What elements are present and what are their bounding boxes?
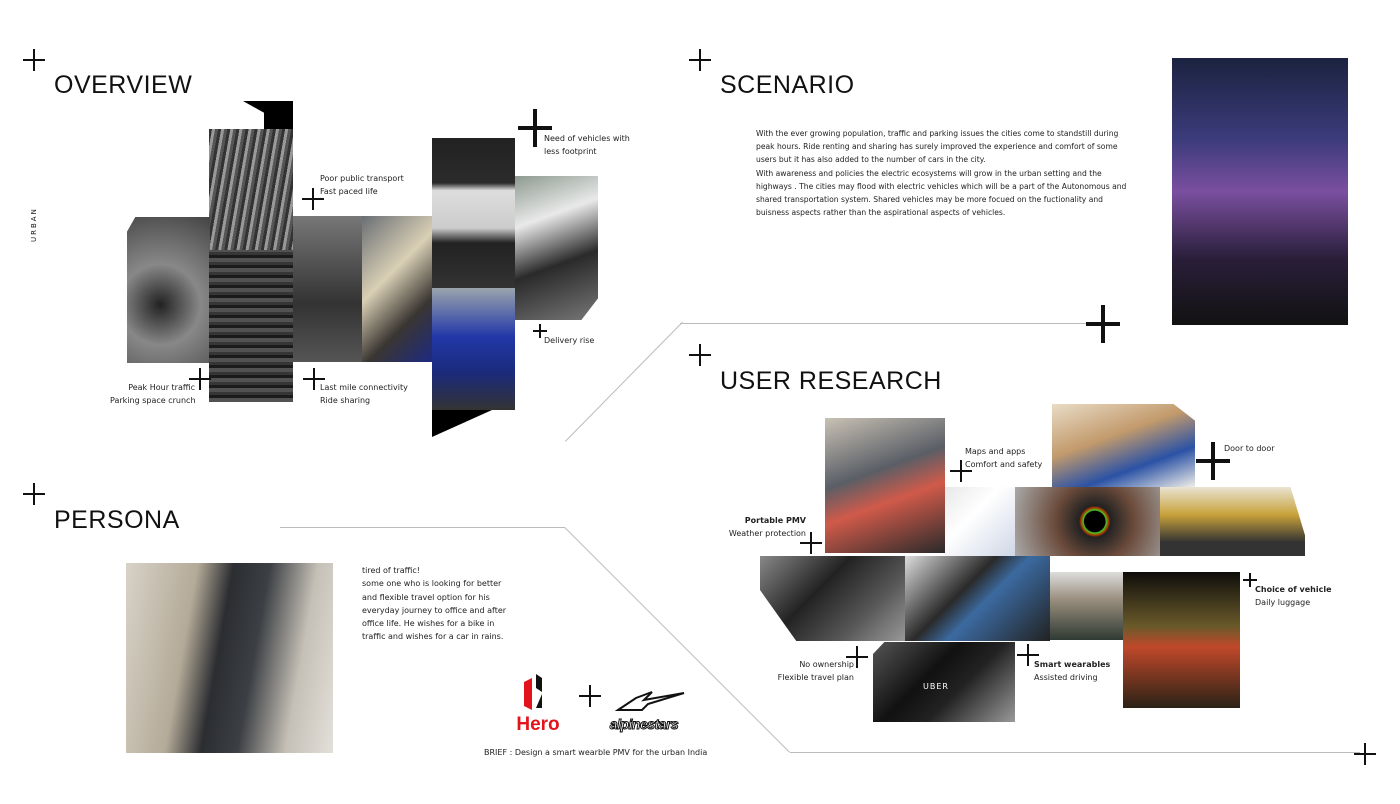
persona-line: and flexible travel option for his [362,592,490,602]
brief-text: BRIEF : Design a smart wearble PMV for t… [484,748,708,757]
side-label: URBAN [30,207,38,242]
photo-smart-glasses [1050,572,1123,640]
alpinestars-logo: alpinestars [596,690,692,735]
persona-line: everyday journey to office and after [362,605,507,615]
note-line: Flexible travel plan [777,673,854,682]
plus-icon [302,188,324,210]
plus-icon [689,344,711,366]
photo-package-delivery [1052,404,1195,487]
plus-icon [800,532,822,554]
connector-line [790,752,1360,753]
plus-icon [189,368,211,390]
note-line: Parking space crunch [110,396,196,405]
scenario-title: SCENARIO [720,71,855,99]
plus-icon [1086,305,1120,343]
photo-persona-cyclist [126,563,333,753]
black-corner [432,410,492,437]
note-line: Comfort and safety [965,460,1043,469]
hero-mark-icon [524,674,542,710]
connector-line [680,323,1090,324]
photo-bike-traffic [127,217,210,363]
plus-icon [1017,644,1039,666]
persona-line: traffic and wishes for a car in rains. [362,632,504,642]
plus-icon [846,646,868,668]
note-line: No ownership [799,660,854,669]
plus-icon [689,49,711,71]
user-research-title: USER RESEARCH [720,367,942,395]
note-line: Peak Hour traffic [128,383,195,392]
note-line: Assisted driving [1034,673,1098,682]
note-line: Smart wearables [1034,660,1111,669]
plus-icon [518,109,552,147]
note-line: Ride sharing [320,396,371,405]
photo-uber-phone: UBER [873,642,1015,722]
plus-icon [1196,442,1230,480]
photo-smart-handlebar [1015,487,1160,556]
note-line: Choice of vehicle [1255,585,1332,594]
plus-icon [23,483,45,505]
photo-skateboard [432,138,515,288]
plus-icon [303,368,325,390]
persona-line: office life. He wishes for a bike in [362,619,495,629]
persona-title: PERSONA [54,506,180,534]
hero-wordmark: Hero [516,714,560,735]
photo-enclosed-vehicle [760,556,905,641]
scenario-paragraph: With the ever growing population, traffi… [756,129,1119,165]
photo-map-app [945,487,1015,556]
alpinestars-star-icon [614,691,685,711]
persona-description: tired of traffic! some one who is lookin… [362,564,506,644]
photo-car-traffic [209,250,293,402]
photo-segway-bus [362,216,432,362]
overview-title: OVERVIEW [54,71,193,99]
note-line: Daily luggage [1255,598,1311,607]
photo-bike-rack [1160,487,1305,556]
photo-bike-share [432,288,515,410]
photo-car-dashboard [905,556,1050,641]
photo-futuristic-city [1172,58,1348,325]
note-door: Door to door [1224,444,1275,453]
plus-icon [1243,573,1257,587]
plus-icon [1354,743,1376,765]
plus-icon [579,685,601,707]
note-line: Weather protection [728,529,806,538]
plus-icon [950,460,972,482]
note-line: Fast paced life [320,187,378,196]
uber-logo: UBER [923,682,949,691]
photo-signal-backpack [1123,572,1240,708]
photo-segway-riders [825,418,945,553]
photo-train-crowd [209,129,293,250]
note-line: Last mile connectivity [320,383,408,392]
note-line: Poor public transport [320,174,404,183]
note-line: Maps and apps [965,447,1026,456]
hero-logo: Hero [508,672,568,738]
plus-icon [23,49,45,71]
persona-line: some one who is looking for better [362,579,502,589]
photo-street-crowd [293,216,362,362]
note-line: Portable PMV [744,516,806,525]
note-delivery: Delivery rise [544,336,595,345]
note-line: Need of vehicles with [544,134,630,143]
scenario-paragraph: With awareness and policies the electric… [756,168,1127,218]
scenario-text: With the ever growing population, traffi… [756,127,1136,219]
black-fill [264,101,293,129]
note-pmv: Portable PMV Weather protection [720,514,806,540]
alpinestars-wordmark: alpinestars [609,716,679,733]
persona-line: tired of traffic! [362,566,420,575]
photo-delivery-scooter [515,176,598,320]
connector-line [280,527,565,528]
plus-icon [533,324,547,338]
note-line: less footprint [544,147,597,156]
note-footprint: Need of vehicles with less footprint [544,132,630,158]
